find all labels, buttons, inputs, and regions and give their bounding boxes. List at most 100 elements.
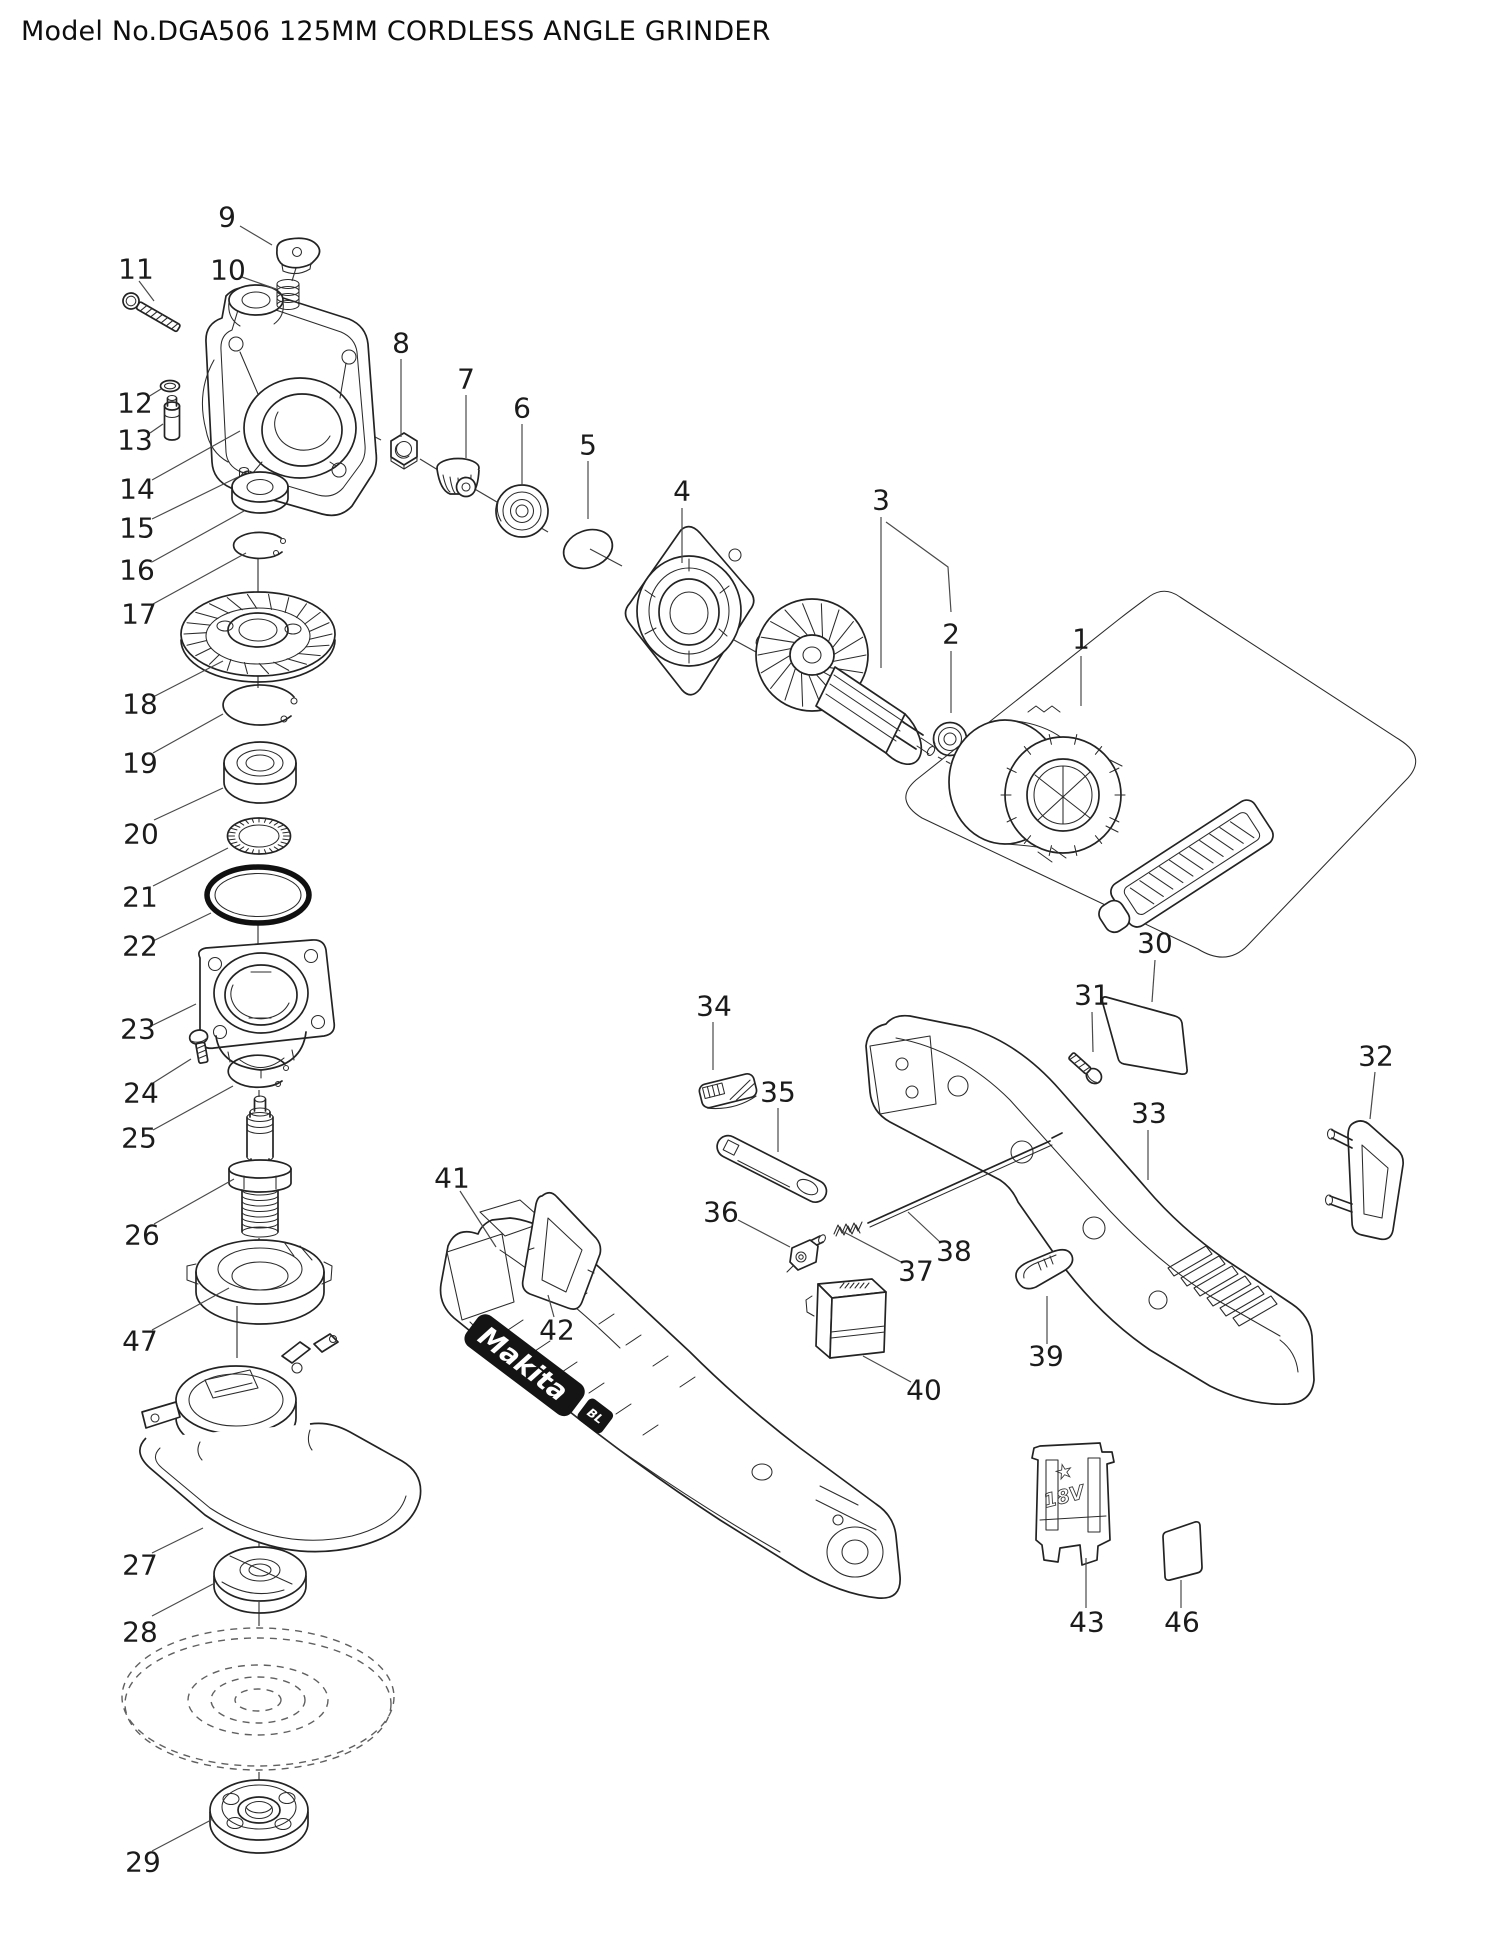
bracket-32 [1324,1120,1404,1241]
leader-line-31 [1091,1011,1094,1053]
part-number-41: 41 [434,1162,470,1195]
handle-housing: Makita BL [439,1199,901,1599]
ball-bearing-20 [223,741,297,804]
heat-sink [1098,799,1274,934]
hex-bolt [122,292,181,333]
part-number-47: 47 [122,1325,158,1358]
lock-nut [209,1779,309,1854]
leader-line-18 [152,660,224,698]
leader-line-17 [152,552,247,605]
cap-39 [1015,1248,1074,1290]
leader-line-29 [151,1818,214,1852]
controller-block [805,1278,887,1359]
part-number-23: 23 [120,1013,156,1046]
bevel-pinion [436,457,480,498]
leader-line-32 [1369,1071,1376,1120]
caution-label [1162,1520,1203,1582]
leader-line-37 [839,1229,904,1264]
part-number-46: 46 [1164,1606,1200,1639]
part-number-42: 42 [539,1314,575,1347]
coil-spring [276,278,300,311]
callout-layer: 1234567891011121314151617181920212223242… [117,201,1394,1879]
part-number-7: 7 [457,363,475,396]
link-spring [833,1221,863,1237]
part-number-39: 39 [1028,1340,1064,1373]
armature [755,598,936,766]
leader-line-30 [1151,959,1156,1003]
battery-terminal: ★ 18V [1031,1442,1115,1566]
leader-line-42 [547,1294,555,1318]
star-marking: ★ [1053,1459,1075,1484]
name-plate [1101,996,1188,1075]
thumb-cap [276,237,321,275]
part-number-32: 32 [1358,1040,1394,1073]
baffle-plate [624,525,755,696]
part-number-16: 16 [119,554,155,587]
leader-line-21 [152,847,229,887]
leader-line-25 [152,1085,234,1131]
ball-bearing-16 [231,471,289,514]
leader-line-27 [151,1527,204,1554]
part-number-20: 20 [123,818,159,851]
part-number-37: 37 [898,1255,934,1288]
switch-link [786,1234,826,1273]
leader-line-24 [152,1058,192,1084]
part-number-22: 22 [122,930,158,963]
bearing-retainer [226,817,292,855]
leader-line-13 [149,423,164,434]
part-number-21: 21 [122,881,158,914]
part-number-27: 27 [122,1549,158,1582]
leader-line-14 [151,430,241,481]
part-number-36: 36 [703,1196,739,1229]
part-number-24: 24 [123,1077,159,1110]
part-number-35: 35 [760,1076,796,1109]
leader-line-20 [153,787,224,821]
leader-line-40 [862,1355,912,1383]
diagram-title: Model No.DGA506 125MM CORDLESS ANGLE GRI… [21,16,771,47]
pivot-pin [163,394,181,441]
part-number-25: 25 [121,1122,157,1155]
gear-housing [201,284,378,517]
part-number-10: 10 [210,254,246,287]
part-number-4: 4 [673,475,691,508]
retaining-ring-17 [232,531,287,560]
leader-line-19 [152,713,224,754]
slide-switch-button [698,1072,758,1110]
part-number-33: 33 [1131,1097,1167,1130]
bracket-42 [521,1191,602,1310]
part-number-3: 3 [872,484,890,517]
leader-line-26 [153,1178,235,1225]
leader-line-16 [151,510,245,563]
leader-line-12 [147,388,162,398]
part-number-14: 14 [119,473,155,506]
leader-line-22 [152,912,212,942]
motor-assembly-boundary [905,590,1417,958]
leader-line-38 [907,1211,942,1244]
bevel-gear [180,591,336,683]
leader-line-9 [239,225,273,246]
flange-screw [188,1029,209,1064]
part-number-34: 34 [696,990,732,1023]
leader-line-28 [151,1583,214,1617]
part-number-12: 12 [117,387,153,420]
inner-flange [213,1546,307,1614]
retaining-ring-19 [222,684,298,726]
grinding-wheel-dashed [121,1627,395,1771]
leader-line-10 [241,276,277,290]
o-ring-5 [562,528,614,570]
part-number-8: 8 [392,327,410,360]
stator-motor [948,705,1126,863]
part-number-17: 17 [121,598,157,631]
switch-lever [716,1134,828,1204]
o-ring-small [159,379,181,393]
part-number-19: 19 [122,747,158,780]
leader-line-11 [138,280,155,302]
part-number-9: 9 [218,201,236,234]
hex-nut [390,432,418,470]
part-number-15: 15 [119,512,155,545]
switch-rod [867,1132,1063,1228]
motor-housing [865,1014,1315,1406]
wheel-guard [139,1333,422,1553]
spindle [228,1095,292,1238]
